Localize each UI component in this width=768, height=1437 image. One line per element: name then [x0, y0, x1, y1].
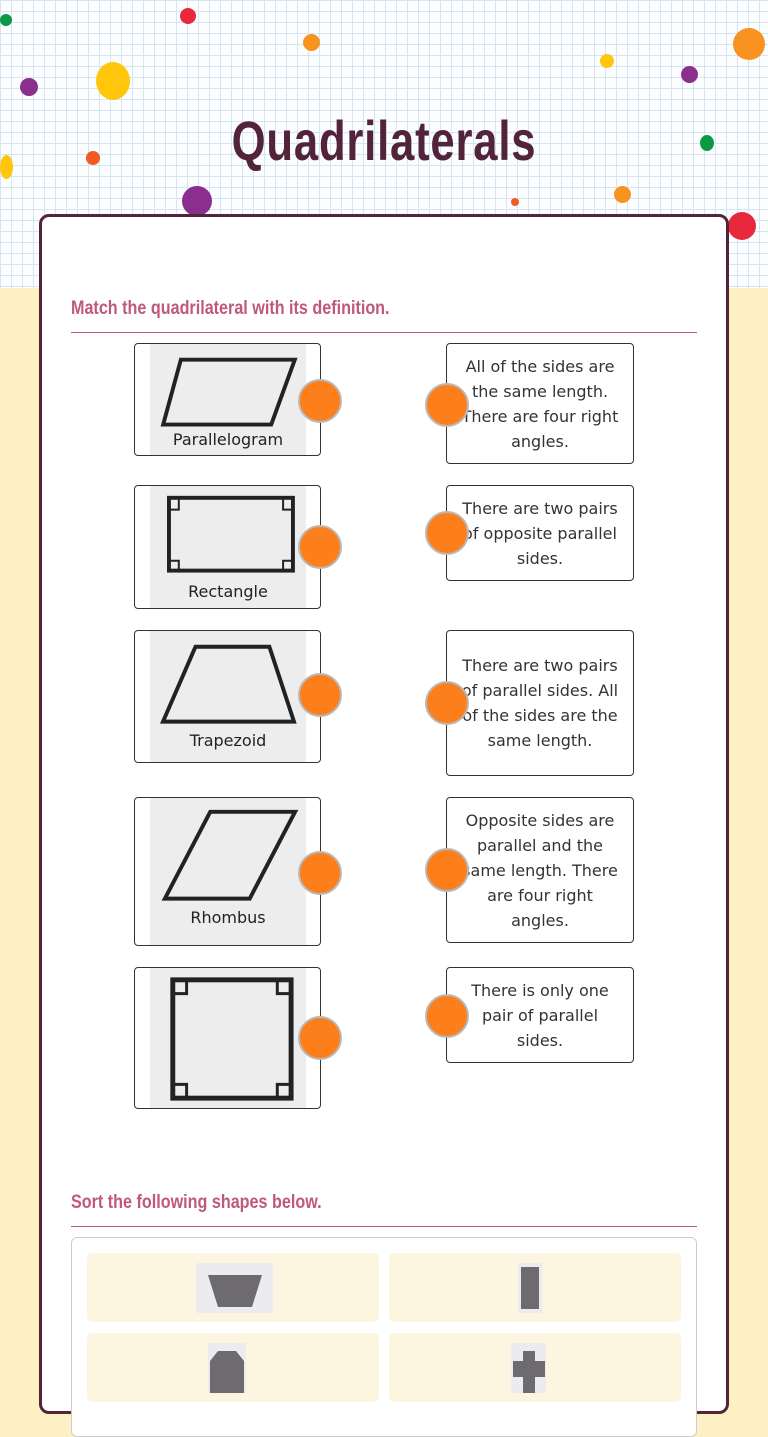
match-connector-dot[interactable]: [298, 851, 342, 895]
paint-splat: [511, 198, 519, 206]
rectangle-image: Rectangle: [150, 486, 306, 608]
rhombus-image: Rhombus: [150, 798, 306, 945]
paint-splat: [0, 14, 12, 26]
octagon-shape-image: [208, 1343, 246, 1403]
definition-text: There are two pairs of opposite parallel…: [462, 498, 618, 568]
paint-splat: [86, 151, 100, 165]
sort-tile-cross[interactable]: [389, 1333, 681, 1403]
definition-card[interactable]: There are two pairs of parallel sides. A…: [446, 630, 634, 776]
match-heading: Match the quadrilateral with its definit…: [71, 298, 390, 319]
shape-card-parallelogram[interactable]: Parallelogram: [134, 343, 321, 456]
cross-shape-image: [511, 1343, 546, 1403]
sort-heading: Sort the following shapes below.: [71, 1192, 322, 1213]
match-connector-dot[interactable]: [298, 379, 342, 423]
paint-splat: [733, 28, 765, 60]
page-title: Quadrilaterals: [231, 109, 537, 172]
paint-splat: [728, 212, 756, 240]
sort-tile-rectangle[interactable]: [389, 1253, 681, 1322]
definition-card[interactable]: There are two pairs of opposite parallel…: [446, 485, 634, 581]
trapezoid-shape-image: [196, 1263, 273, 1313]
definition-text: There is only one pair of parallel sides…: [471, 980, 609, 1050]
shape-label: Parallelogram: [172, 430, 284, 449]
paint-splat: [182, 186, 212, 216]
definition-text: Opposite sides are parallel and the same…: [462, 810, 618, 930]
shape-card-rectangle[interactable]: Rectangle: [134, 485, 321, 609]
square-image: [150, 968, 306, 1108]
shape-label: Rectangle: [188, 582, 268, 601]
paint-splat: [96, 62, 130, 100]
rectangle-shape-image: [518, 1263, 542, 1313]
match-connector-dot[interactable]: [298, 1016, 342, 1060]
definition-text: All of the sides are the same length. Th…: [461, 356, 619, 451]
match-connector-dot[interactable]: [425, 383, 469, 427]
match-connector-dot[interactable]: [298, 525, 342, 569]
divider: [71, 1226, 697, 1227]
parallelogram-image: Parallelogram: [150, 344, 306, 455]
match-connector-dot[interactable]: [425, 511, 469, 555]
shape-label: Trapezoid: [189, 731, 267, 750]
trapezoid-image: Trapezoid: [150, 631, 306, 762]
sort-tile-octagon[interactable]: [87, 1333, 379, 1403]
definition-card[interactable]: There is only one pair of parallel sides…: [446, 967, 634, 1063]
paint-splat: [20, 78, 38, 96]
paint-splat: [600, 54, 614, 68]
definition-card[interactable]: All of the sides are the same length. Th…: [446, 343, 634, 464]
match-connector-dot[interactable]: [298, 673, 342, 717]
paint-splat: [681, 66, 698, 83]
paint-splat: [700, 135, 714, 151]
paint-splat: [180, 8, 196, 24]
shape-card-square[interactable]: [134, 967, 321, 1109]
definition-card[interactable]: Opposite sides are parallel and the same…: [446, 797, 634, 943]
match-connector-dot[interactable]: [425, 848, 469, 892]
shape-card-rhombus[interactable]: Rhombus: [134, 797, 321, 946]
sort-tile-trapezoid[interactable]: [87, 1253, 379, 1322]
match-connector-dot[interactable]: [425, 681, 469, 725]
paint-splat: [0, 155, 13, 179]
match-connector-dot[interactable]: [425, 994, 469, 1038]
divider: [71, 332, 697, 333]
paint-splat: [614, 186, 631, 203]
definition-text: There are two pairs of parallel sides. A…: [461, 656, 619, 750]
shape-card-trapezoid[interactable]: Trapezoid: [134, 630, 321, 763]
shape-label: Rhombus: [190, 908, 266, 927]
paint-splat: [303, 34, 320, 51]
